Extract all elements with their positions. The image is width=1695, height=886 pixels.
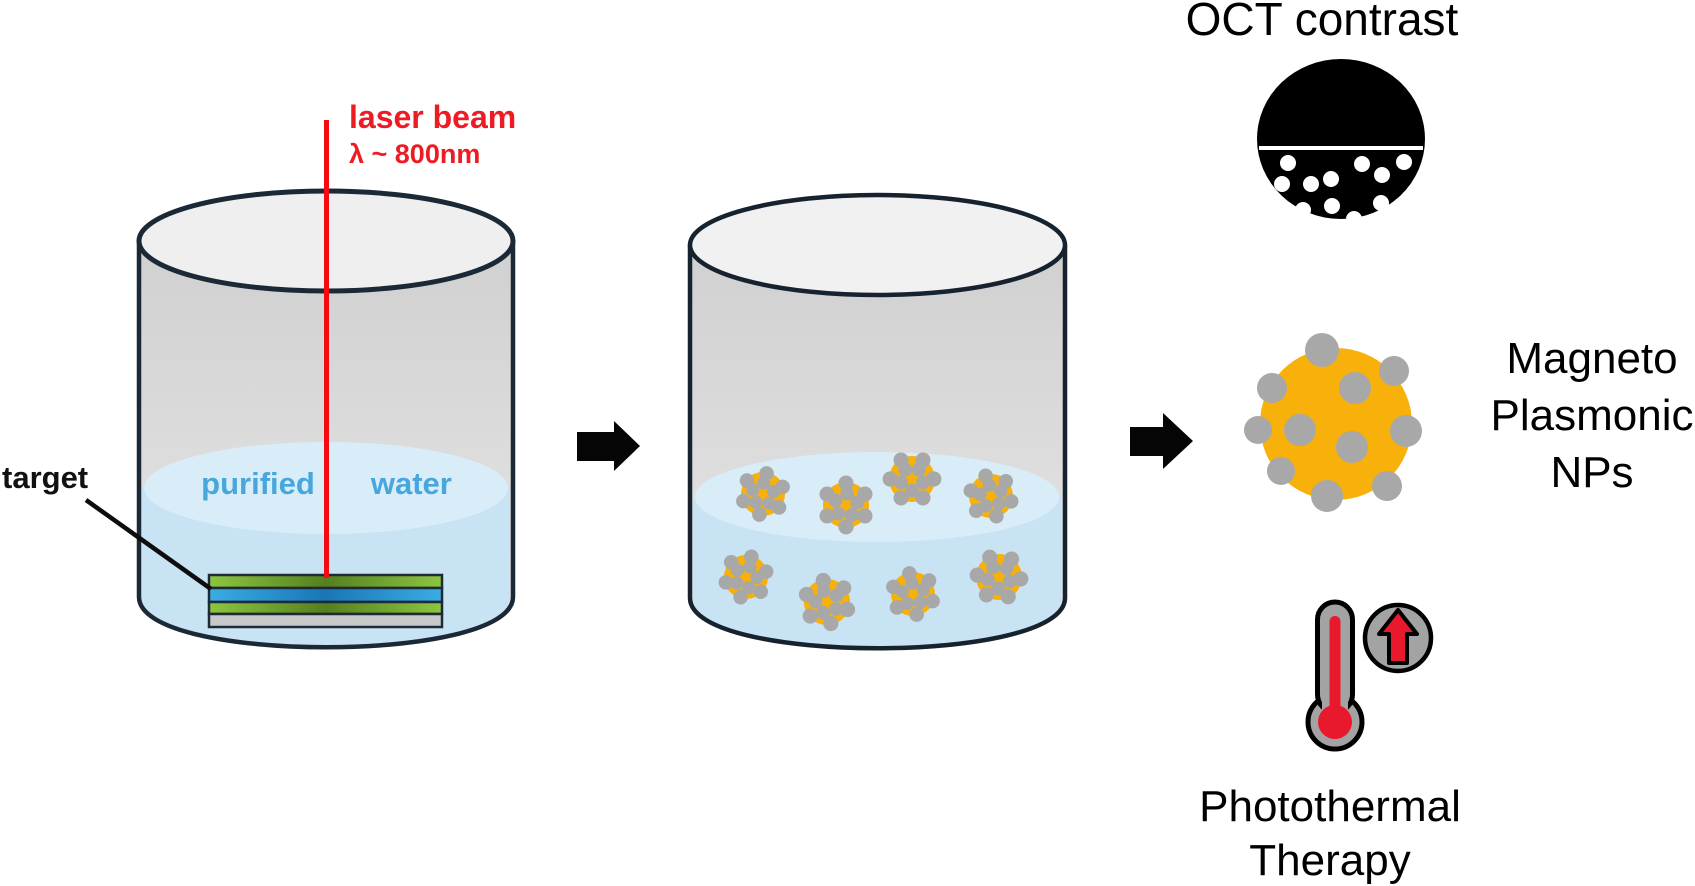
up-arrow-icon — [1377, 608, 1419, 665]
magneto-line-2: Plasmonic — [1490, 391, 1694, 440]
nanoparticle — [798, 572, 856, 632]
middle-beaker-outline — [687, 245, 1068, 651]
thermometer-mercury-stem — [1329, 616, 1341, 716]
middle-beaker-top-rim — [687, 192, 1068, 298]
right-arrow-icon — [577, 421, 640, 471]
oct-circle — [1257, 59, 1425, 219]
target-layer-blue — [207, 586, 444, 604]
photothermal-therapy-label: Photothermal Therapy — [1140, 780, 1520, 886]
laser-beam-label: laser beam — [349, 99, 517, 135]
magneto-line-3: NPs — [1550, 448, 1634, 497]
middle-beaker — [687, 192, 1068, 651]
target-layer-gray — [207, 612, 444, 629]
nanoparticle — [963, 468, 1019, 524]
photothermal-line-2: Therapy — [1249, 836, 1411, 885]
middle-beaker-water-surface — [695, 452, 1059, 542]
nanoparticle — [736, 466, 790, 522]
purified-label: purified — [201, 466, 315, 501]
oct-dots-layer — [1274, 154, 1412, 227]
oct-contrast-label: OCT contrast — [1185, 0, 1459, 45]
target-callout-line — [84, 498, 213, 591]
nanoparticle — [969, 549, 1029, 605]
magneto-plasmonic-label: Magneto Plasmonic NPs — [1412, 330, 1695, 501]
nanoparticle — [718, 549, 774, 605]
left-beaker-outline — [136, 241, 516, 650]
target-layer-green-bottom — [207, 600, 444, 616]
photothermal-line-1: Photothermal — [1199, 782, 1461, 831]
nanoparticle — [819, 475, 873, 535]
temperature-up-icon — [1362, 602, 1434, 674]
nanoparticle — [886, 566, 940, 622]
nanoparticle-layer — [718, 452, 1029, 632]
right-arrow-icon — [1130, 413, 1193, 469]
oct-contrast-icon — [1257, 59, 1425, 227]
magneto-line-1: Magneto — [1506, 334, 1678, 383]
left-beaker — [84, 120, 516, 650]
thermometer-icon — [1305, 599, 1365, 752]
magneto-np-icon — [1244, 333, 1422, 512]
laser-wavelength-label: λ ~ 800nm — [349, 139, 481, 169]
target-label: target — [2, 460, 89, 495]
magneto-np-icon-layer — [1244, 333, 1422, 512]
water-label: water — [370, 466, 452, 501]
target-stack — [207, 573, 444, 629]
water-label-row: purified water — [139, 466, 514, 502]
nanoparticle — [882, 452, 942, 506]
thermometer-mercury-bulb — [1318, 705, 1352, 739]
